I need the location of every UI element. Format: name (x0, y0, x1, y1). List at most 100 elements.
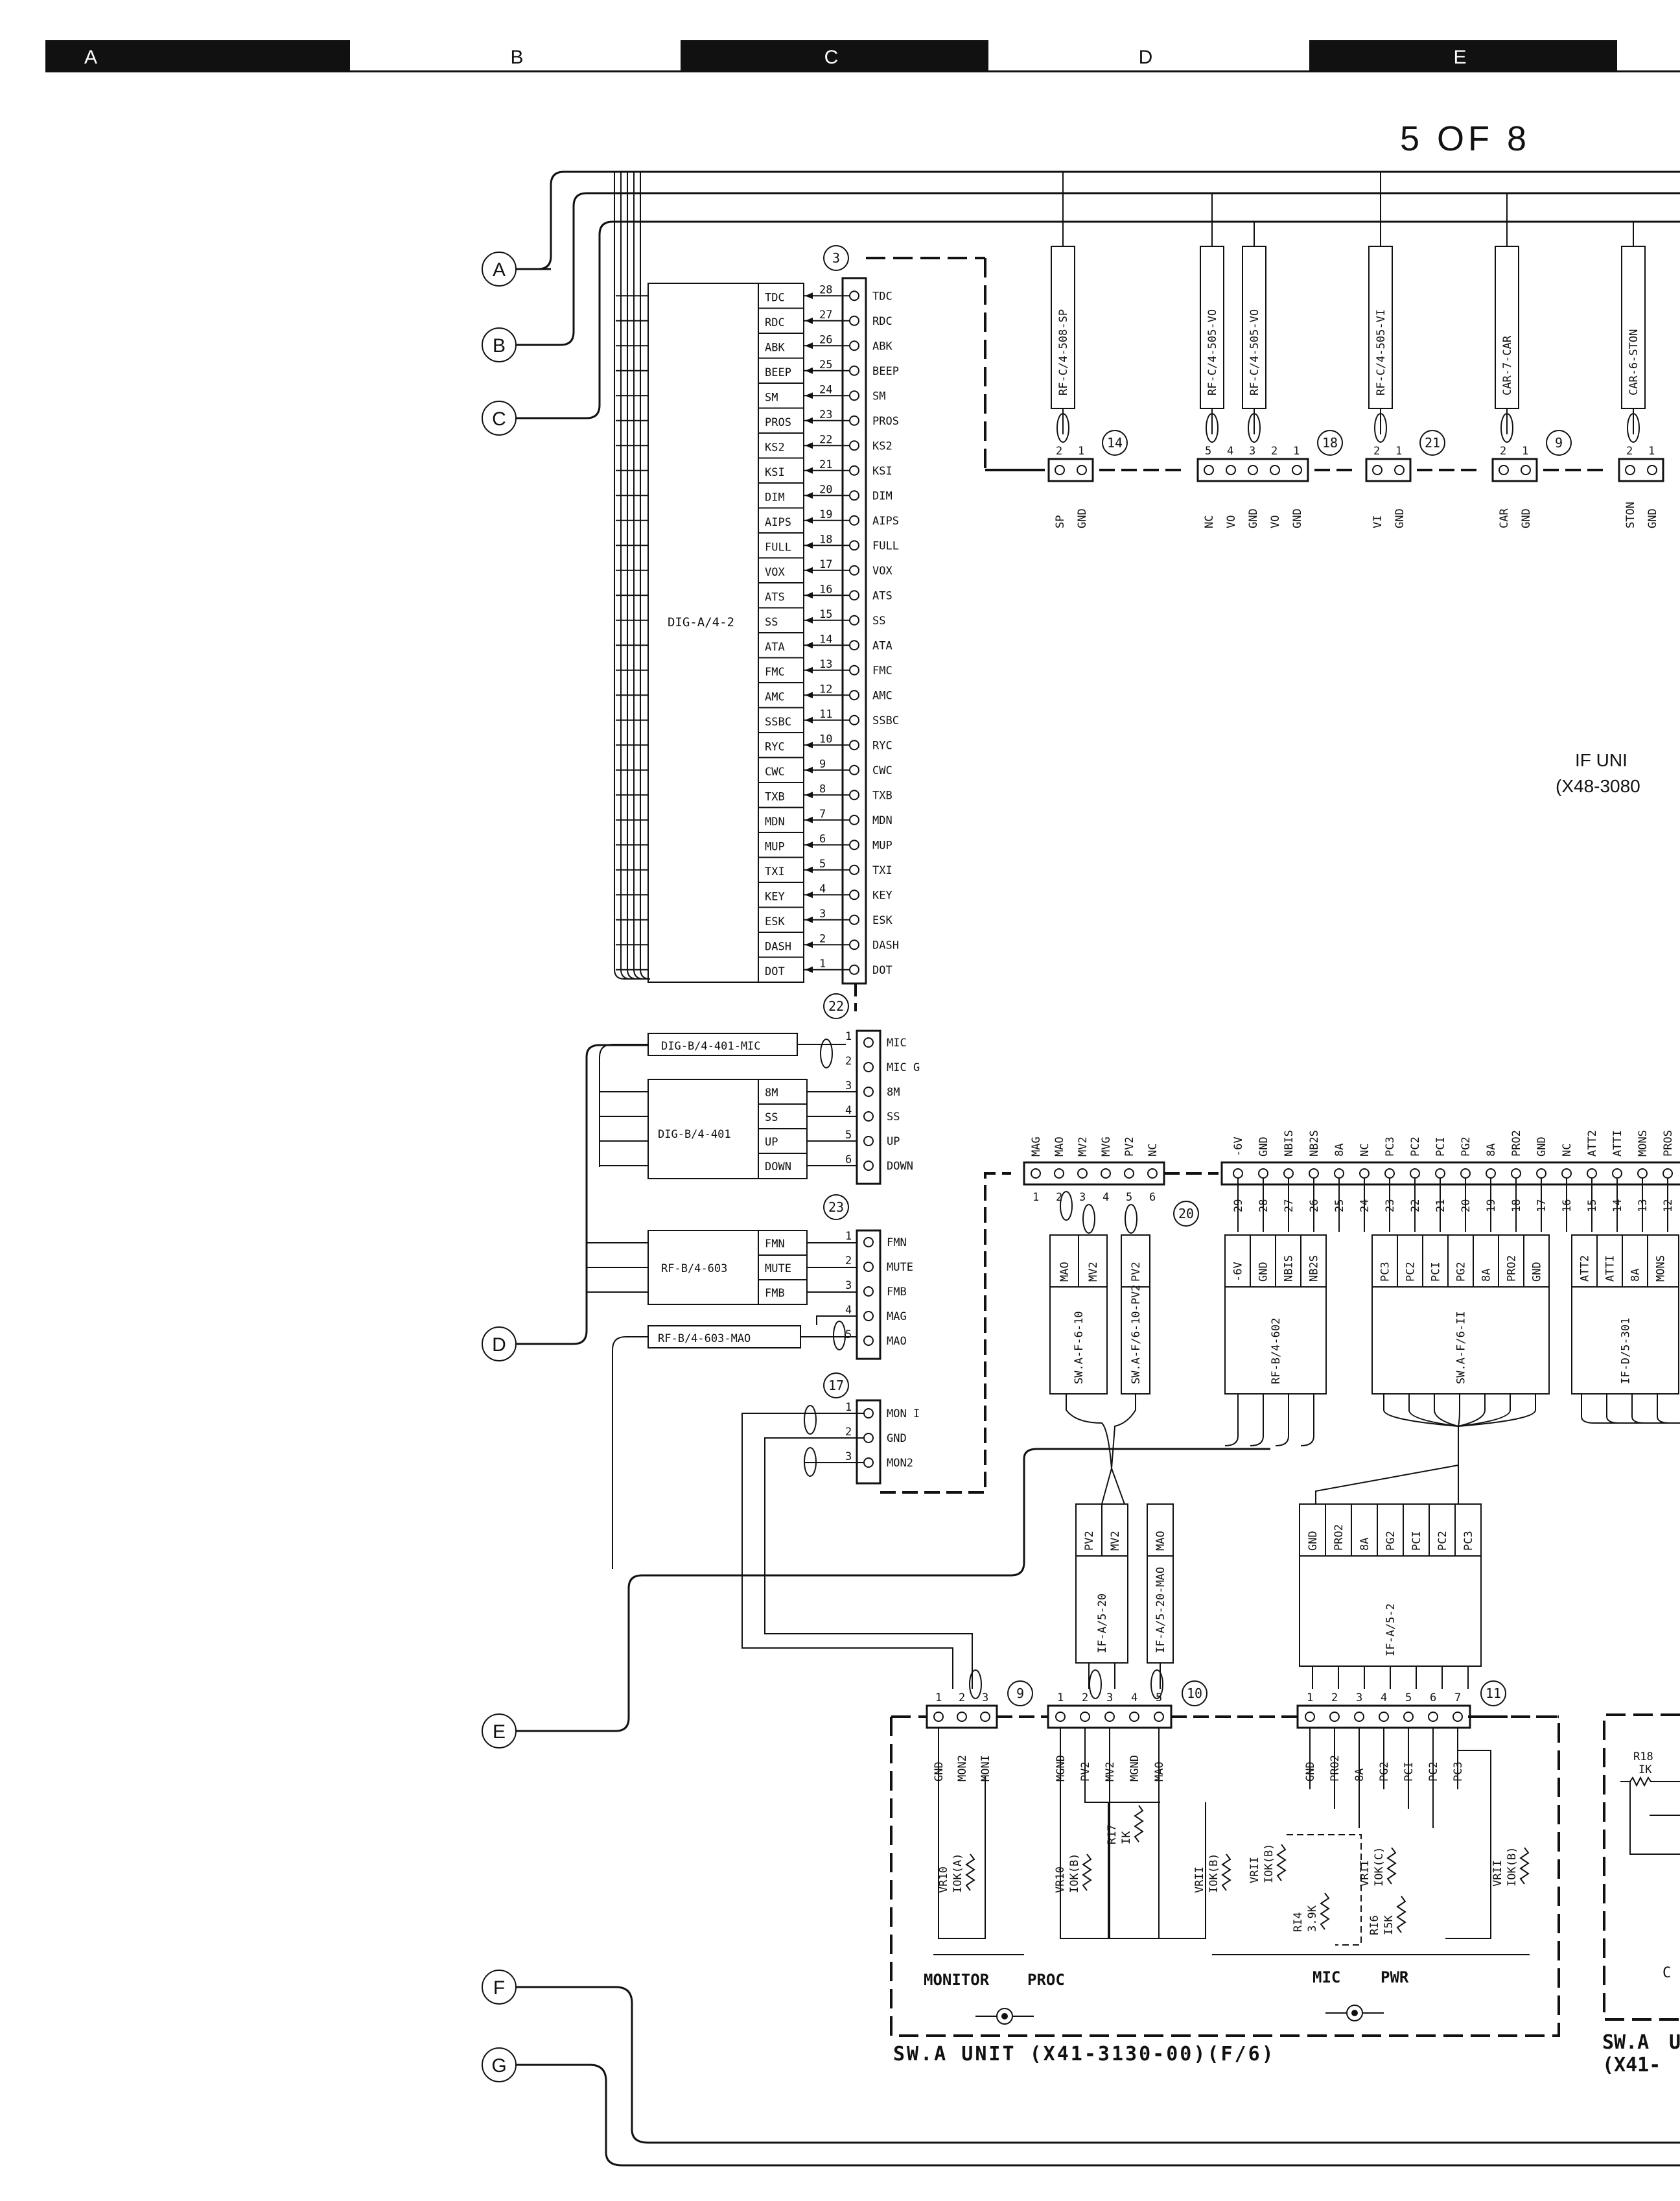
sub-block-signal: GND (1257, 1262, 1270, 1282)
offpage-connector-letter-D: D (492, 1334, 506, 1356)
dig-a-signal-TDC: TDC (765, 292, 785, 305)
sub-block-signal: PV2 (1083, 1531, 1096, 1551)
connector-3-signal-KS2: KS2 (872, 440, 892, 453)
connector-20-housing (1023, 1161, 1165, 1186)
top-connector-housing (1365, 458, 1412, 482)
dig-b-signal: 8M (765, 1087, 778, 1100)
component-value: IK (1120, 1831, 1133, 1844)
sub-block-signal: 8A (1629, 1269, 1642, 1282)
dig-a-pin-26: 26 (819, 333, 832, 346)
component-value: 3.9K (1306, 1905, 1319, 1932)
dig-a-pin-28: 28 (819, 283, 832, 296)
sub-block-signal: 8A (1359, 1538, 1371, 1551)
shield-twist (1206, 413, 1219, 443)
sub-block-signal: PG2 (1384, 1531, 1397, 1551)
sw-internal-wire (1060, 1728, 1109, 1939)
connector-23-signal: MAO (887, 1335, 907, 1348)
dig-a-signal-ABK: ABK (765, 342, 785, 355)
connector-20-pin: 1 (1032, 1191, 1039, 1204)
pin-terminal (1561, 1168, 1572, 1179)
connector-20-name: MV2 (1077, 1136, 1090, 1157)
long-header-name: NC (1359, 1144, 1371, 1157)
pin-terminal (863, 1111, 874, 1122)
bundle-merge (1657, 1394, 1680, 1424)
pin-terminal (1124, 1168, 1134, 1179)
mao-return (612, 1336, 648, 1569)
connector-22-signal: SS (887, 1111, 900, 1124)
dig-a-signal-MUP: MUP (765, 841, 785, 854)
pin-terminal (1204, 465, 1214, 475)
connector-number: 18 (1322, 435, 1338, 451)
arrow-head (805, 642, 813, 649)
shield-twist (804, 1447, 817, 1477)
sw-connector-name: MON2 (956, 1755, 969, 1782)
connector-20-name: PV2 (1123, 1136, 1136, 1157)
bundle-merge (1581, 1394, 1680, 1424)
pin-terminal (1309, 1168, 1319, 1179)
sub-block-signal: GND (1531, 1262, 1544, 1282)
connector-22-pin: 6 (845, 1153, 852, 1166)
connector-22-pin: 4 (845, 1104, 852, 1117)
knob-center (1351, 2010, 1358, 2016)
top-connector-pin-name: VO (1269, 515, 1282, 528)
page-note: 5 OF 8 (1400, 119, 1530, 158)
arrow-head (805, 542, 813, 549)
wire-f (516, 1986, 1680, 2144)
pin-terminal (1077, 1168, 1088, 1179)
top-connector-pin: 1 (1395, 445, 1402, 458)
shield-twist (1374, 413, 1387, 443)
sub-block-label: RF-B/4-602 (1270, 1318, 1283, 1384)
shield-twist (820, 1039, 833, 1068)
connector-3-signal-PROS: PROS (872, 415, 899, 428)
sw-internal-wire (938, 1728, 986, 1939)
connector-22-signal: DOWN (887, 1160, 913, 1173)
arrow-head (805, 866, 813, 873)
bundle-merge (1111, 1394, 1136, 1469)
top-connector-housing (1491, 458, 1538, 482)
connector-3-signal-ABK: ABK (872, 340, 892, 353)
pin-terminal (1054, 1168, 1064, 1179)
connector-3-signal-ATS: ATS (872, 589, 892, 602)
pin-terminal (1499, 465, 1509, 475)
sub-block-signal: PC2 (1436, 1531, 1449, 1551)
arrow-head (805, 617, 813, 624)
connector-number: 10 (1187, 1686, 1202, 1701)
sw-connector-pin: 4 (1131, 1691, 1138, 1704)
arrow-head (805, 666, 813, 674)
dig-a-signal-DIM: DIM (765, 491, 785, 504)
right-unit-title-2: (X41- (1602, 2054, 1661, 2077)
header-col-dark-A (45, 40, 350, 71)
dig-a-signal-SM: SM (765, 392, 778, 405)
connector-3-signal-KSI: KSI (872, 465, 892, 478)
cable-label: RF-C/4-505-VI (1375, 309, 1388, 395)
bundle-merge (1224, 1394, 1239, 1446)
dig-a-pin-10: 10 (819, 733, 832, 746)
connector-17-badge (823, 1372, 849, 1398)
connector-22-pin: 2 (845, 1055, 852, 1068)
resistor-symbol (1082, 1854, 1092, 1891)
long-header-name: PC2 (1409, 1136, 1422, 1157)
pin-terminal (1283, 1168, 1294, 1179)
shield-twist (1056, 413, 1069, 443)
connector-22-pin: 5 (845, 1129, 852, 1142)
dig-a-signal-RYC: RYC (765, 741, 785, 754)
pin-terminal (863, 1262, 874, 1272)
shield-twist (1125, 1204, 1138, 1234)
pin-terminal (1460, 1168, 1471, 1179)
pin-terminal (1486, 1168, 1496, 1179)
pin-terminal (849, 640, 859, 651)
connector-3-dash (984, 258, 1037, 471)
monitor-label: MONITOR (924, 1971, 990, 1989)
bundle-merge (1606, 1394, 1680, 1424)
dig-a-pin-6: 6 (819, 832, 826, 845)
pin-terminal (849, 415, 859, 426)
arrow-head (805, 692, 813, 699)
pin-terminal (849, 665, 859, 676)
sub-block-signal: PRO2 (1333, 1524, 1346, 1551)
cable-label: CAR-7-CAR (1501, 335, 1514, 395)
pin-terminal (863, 1286, 874, 1297)
pin-terminal (1334, 1168, 1344, 1179)
dig-a-signal-TXI: TXI (765, 865, 785, 878)
